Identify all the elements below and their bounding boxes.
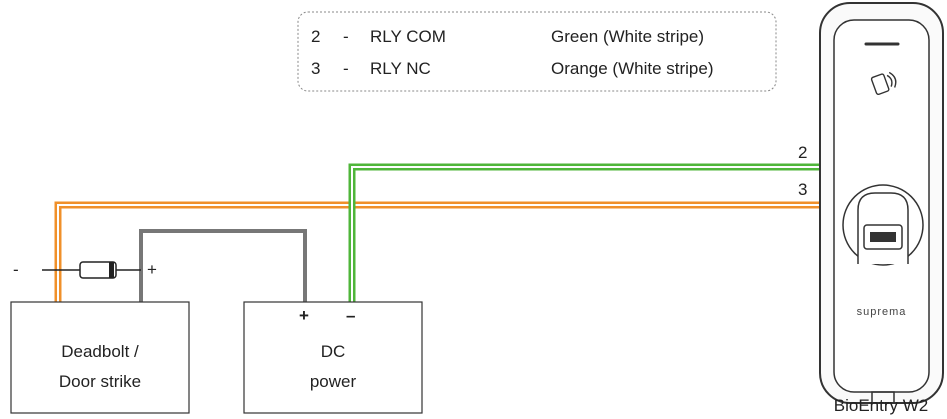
deadbolt-label-line1: Deadbolt /	[61, 342, 139, 361]
device-brand-logo: suprema	[856, 306, 907, 318]
legend-dash: -	[343, 59, 349, 78]
legend-dash: -	[343, 27, 349, 46]
gray-wire	[139, 229, 307, 302]
diode-minus-label: -	[13, 260, 19, 279]
dc-power-label-line2: power	[309, 372, 357, 391]
orange-wire	[54, 201, 838, 302]
diode-plus-label: +	[147, 260, 157, 279]
dc-minus-label: –	[346, 306, 356, 325]
device-name-label: BioEntry W2	[833, 396, 929, 415]
dc-plus-label: +	[299, 306, 309, 325]
legend-signal: RLY COM	[370, 27, 446, 46]
legend-color: Orange (White stripe)	[551, 59, 714, 78]
green-wire-label: 2	[798, 143, 808, 162]
legend-color: Green (White stripe)	[551, 27, 705, 46]
dc-power-box	[243, 301, 423, 414]
green-wire	[348, 163, 838, 302]
orange-wire-label: 3	[798, 180, 808, 199]
legend-box	[297, 11, 777, 92]
rf-card-icon	[870, 71, 897, 96]
bioentry-device	[819, 2, 944, 404]
deadbolt-label-line2: Door strike	[58, 372, 142, 391]
dc-power-label-line1: DC	[320, 342, 346, 361]
deadbolt-box	[10, 301, 190, 414]
legend-pin: 2	[311, 27, 321, 46]
legend-pin: 3	[311, 59, 321, 78]
legend-signal: RLY NC	[370, 59, 431, 78]
diode-symbol	[42, 261, 141, 279]
